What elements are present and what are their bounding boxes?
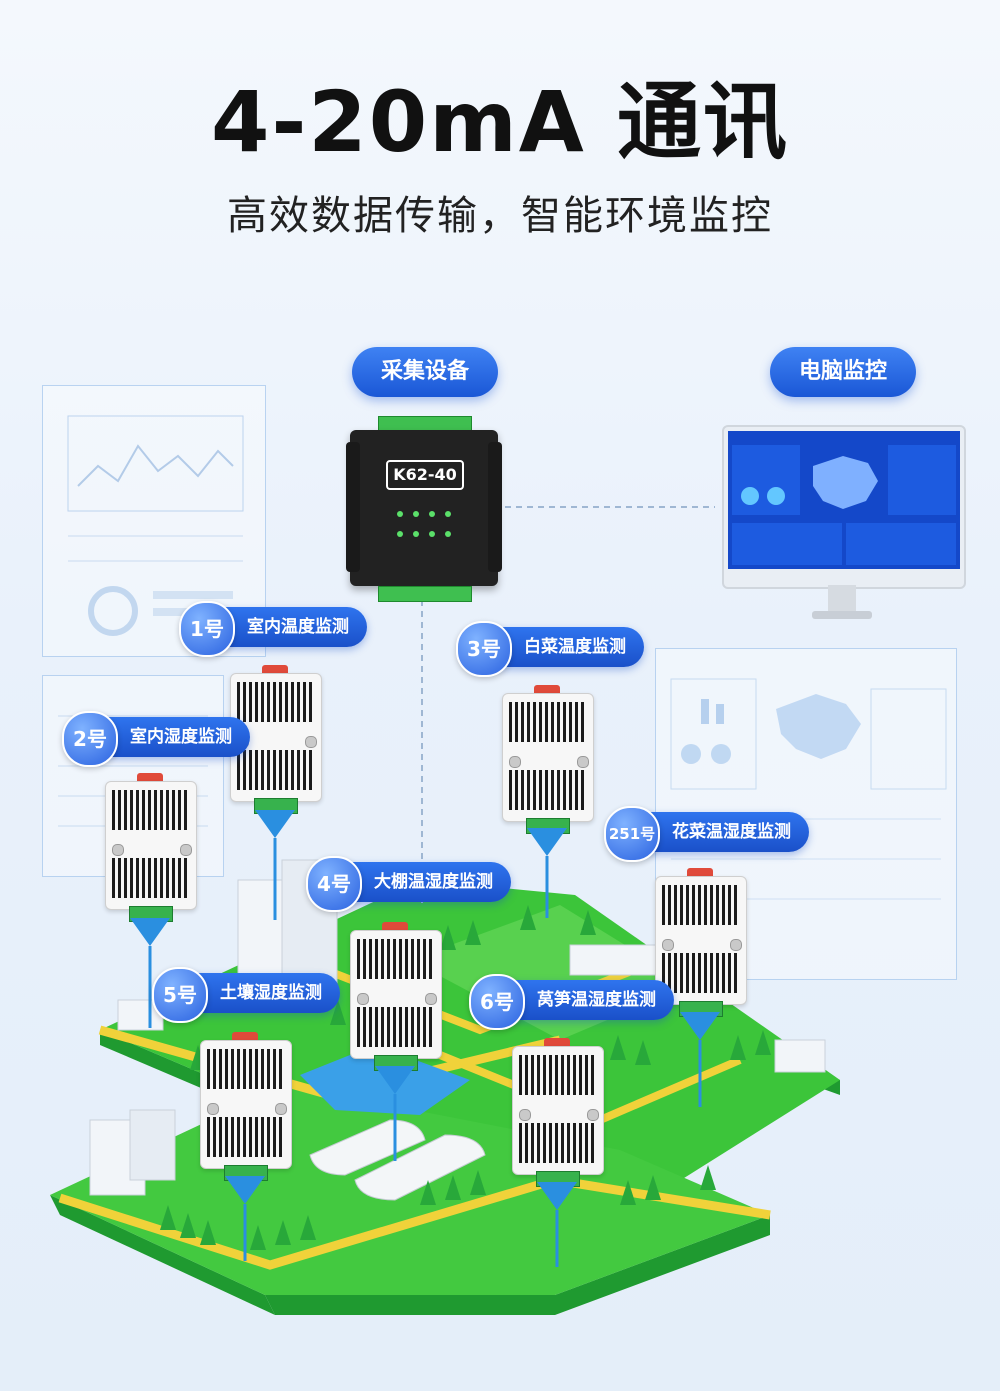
sensor-label-text-1: 室内温度监测 (247, 617, 349, 637)
tree-rows (160, 905, 771, 1250)
sensor-label-5: 5号 土壤湿度监测 (152, 967, 340, 1023)
sensor-device-4 (350, 922, 442, 1071)
sensor-number-251: 251号 (604, 806, 660, 862)
device-model-label: K62-40 (386, 460, 464, 490)
sensor-pin-5 (225, 1176, 265, 1261)
collector-device: K62-40 (346, 416, 502, 602)
monitor-screen (722, 425, 966, 589)
sensor-device-6 (512, 1038, 604, 1187)
sensor-pin-2 (130, 918, 170, 1028)
road-yellow-2 (58, 1175, 771, 1270)
sensor-device-251 (655, 868, 747, 1017)
sensor-label-1: 1号 室内温度监测 (179, 601, 367, 657)
device-body (350, 430, 498, 586)
sensor-label-text-4: 大棚温湿度监测 (374, 872, 493, 892)
sensor-number-2: 2号 (62, 711, 118, 767)
greenhouse-2 (354, 1134, 486, 1201)
mount-ear-left (346, 442, 360, 572)
sensor-pin-6 (537, 1182, 577, 1267)
sensor-pin-4 (375, 1066, 415, 1161)
sensor-label-text-3: 白菜温度监测 (524, 637, 626, 657)
house-right (774, 1039, 826, 1073)
sensor-pin-251 (680, 1012, 720, 1107)
sensor-label-text-5: 土壤湿度监测 (220, 983, 322, 1003)
dashboard-screen (728, 431, 960, 569)
sensor-pin-1 (255, 810, 295, 920)
sensor-label-text-2: 室内湿度监测 (130, 727, 232, 747)
sensor-label-2: 2号 室内湿度监测 (62, 711, 250, 767)
terminal-bottom (378, 586, 472, 602)
sensor-number-3: 3号 (456, 621, 512, 677)
house-mid (569, 944, 661, 976)
sensor-label-4: 4号 大棚温湿度监测 (306, 856, 511, 912)
farm-edge-left (50, 1195, 275, 1315)
sensor-number-6: 6号 (469, 974, 525, 1030)
sensor-label-251: 251号 花菜温湿度监测 (604, 806, 809, 862)
computer-monitor (722, 425, 966, 625)
sensor-device-3 (502, 685, 594, 834)
computer-pill: 电脑监控 (770, 347, 916, 397)
sensor-number-1: 1号 (179, 601, 235, 657)
sensor-number-4: 4号 (306, 856, 362, 912)
sensor-label-text-251: 花菜温湿度监测 (672, 822, 791, 842)
page-title: 4-20mA 通讯 (211, 73, 789, 171)
sensor-label-3: 3号 白菜温度监测 (456, 621, 644, 677)
sensor-number-5: 5号 (152, 967, 208, 1023)
building-left-2 (129, 1109, 176, 1181)
monitor-stand (828, 585, 856, 613)
monitor-base (812, 611, 872, 619)
sensor-label-6: 6号 莴笋温湿度监测 (469, 974, 674, 1030)
status-leds (397, 511, 451, 537)
sensor-pin-3 (527, 828, 567, 918)
collector-pill: 采集设备 (352, 347, 498, 397)
sensor-device-5 (200, 1032, 292, 1181)
page-subtitle: 高效数据传输，智能环境监控 (227, 193, 773, 239)
mount-ear-right (488, 442, 502, 572)
sensor-label-text-6: 莴笋温湿度监测 (537, 990, 656, 1010)
sensor-device-2 (105, 773, 197, 922)
